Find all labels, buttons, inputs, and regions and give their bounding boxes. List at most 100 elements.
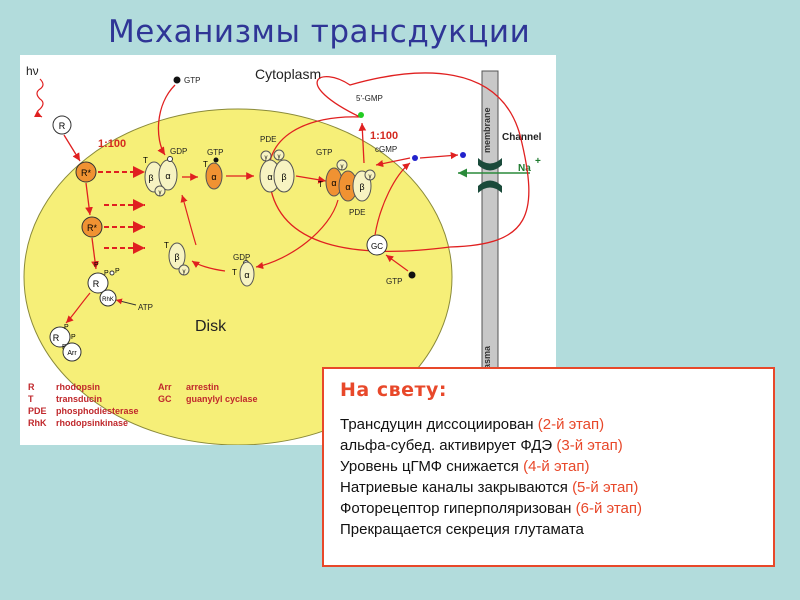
betagamma-recycle-arrow: [180, 194, 197, 246]
svg-text:γ: γ: [159, 190, 162, 196]
svg-text:P: P: [115, 268, 120, 275]
light-arrow: [33, 78, 44, 118]
gmp5-dot: [358, 112, 364, 118]
t-alpha-low: [239, 261, 255, 287]
rp-to-arr-arrow: [65, 292, 91, 324]
t-betagamma-low: β γ: [168, 242, 190, 276]
na-charge-label: +: [535, 156, 541, 167]
rstar-down-arrow: [85, 182, 93, 216]
gtp-gc-label: GTP: [386, 277, 402, 286]
r-arr-node: [49, 326, 71, 348]
gmp5-label: 5'-GMP: [356, 94, 383, 103]
rstar-node-1: [75, 161, 97, 183]
cgmp-channel-dot: [460, 152, 466, 158]
svg-text:γ: γ: [183, 269, 186, 275]
svg-text:β: β: [281, 172, 286, 182]
active-pde-complex: α α β γ γ: [325, 159, 376, 202]
info-line: Прекращается секреция глутамата: [340, 521, 584, 538]
t-alpha-active: [205, 162, 223, 190]
svg-text:GC: GC: [371, 242, 383, 251]
cytoplasm-label: Cytoplasm: [255, 66, 321, 82]
gdp-low-label: GDP: [233, 253, 250, 262]
gdp-top-label: GDP: [170, 147, 187, 156]
svg-text:T: T: [203, 160, 208, 169]
alpha-recombine-arrow: [191, 260, 226, 272]
gc-node: [366, 234, 388, 256]
svg-text:α: α: [244, 270, 249, 280]
atp-label: ATP: [138, 303, 153, 312]
gtp-top-arrow: [157, 84, 176, 156]
info-heading: На свету:: [340, 379, 448, 401]
info-line: Уровень цГМФ снижается (4-й этап): [340, 458, 590, 475]
info-line: Трансдуцин диссоциирован (2-й этап): [340, 416, 605, 433]
disk-label: Disk: [195, 318, 227, 335]
cgmp-channel-arrow: [419, 151, 459, 160]
svg-text:β: β: [148, 173, 153, 183]
svg-text:R: R: [53, 333, 60, 343]
gtp-top-label: GTP: [184, 76, 200, 85]
pde-top-label: PDE: [260, 135, 276, 144]
channel-top: [478, 158, 502, 171]
svg-text:T: T: [164, 241, 169, 250]
pde-complex: α β γ γ: [259, 149, 295, 193]
svg-text:γ: γ: [341, 164, 344, 170]
na-label: Na: [518, 163, 531, 174]
r-node-label: R: [59, 121, 66, 131]
rp-node: [87, 272, 109, 294]
svg-text:β: β: [174, 252, 179, 262]
cgmp-label: cGMP: [375, 145, 397, 154]
gtp-gc-dot: [408, 271, 416, 279]
plasma-label: plasma: [482, 345, 492, 377]
svg-text:γ: γ: [369, 174, 372, 180]
slide-title: Механизмы трансдукции: [108, 14, 531, 50]
rstar2-label: R*: [87, 223, 97, 233]
svg-text:P: P: [64, 324, 69, 331]
ratio-right: 1:100: [370, 130, 398, 142]
pde-to-gmp-arrow: [358, 122, 367, 164]
transducin-complex: β α γ T: [143, 156, 178, 197]
cgmp-dot: [412, 155, 418, 161]
svg-text:T: T: [232, 268, 237, 277]
gtp-dot-top: [173, 76, 181, 84]
svg-text:T: T: [318, 180, 323, 189]
svg-text:R: R: [93, 279, 100, 289]
rhodopsin-node: [52, 115, 72, 135]
svg-text:P: P: [71, 334, 76, 341]
svg-text:RhK: RhK: [102, 297, 114, 303]
info-line: альфа-субед. активирует ФДЭ (3-й этап): [340, 437, 623, 454]
svg-text:γ: γ: [278, 154, 281, 160]
r-to-rstar-arrow: [63, 134, 81, 162]
svg-text:P: P: [94, 262, 99, 269]
legend-row: R rhodopsin Arr arrestin: [28, 382, 220, 392]
ratio-left: 1:100: [98, 138, 126, 150]
gtp-right-label: GTP: [316, 148, 332, 157]
rstar-node-2: [81, 216, 103, 238]
svg-text:α: α: [331, 178, 336, 188]
gtp-to-gc-arrow: [385, 254, 409, 272]
info-line: Натриевые каналы закрываются (5-й этап): [340, 479, 639, 496]
legend-row: PDE phosphodiesterase: [28, 406, 139, 416]
diagram-canvas: membrane plasma Channel Na + hν Cytoplas…: [23, 64, 542, 445]
legend-row: RhK rhodopsinkinase: [28, 418, 129, 428]
info-line: Фоторецептор гиперполяризован (6-й этап): [340, 500, 642, 517]
hv-label: hν: [26, 64, 39, 78]
svg-text:α: α: [211, 172, 216, 182]
rstar1-label: R*: [81, 168, 91, 178]
gc-to-cgmp-arrow: [374, 162, 411, 236]
svg-text:T: T: [143, 156, 148, 165]
svg-text:Arr: Arr: [67, 350, 77, 357]
svg-text:P: P: [104, 270, 109, 277]
channel-bottom: [478, 180, 502, 193]
rstar-to-rp-arrow: [91, 237, 99, 270]
svg-text:α: α: [267, 172, 272, 182]
gtp-mid-label: GTP: [207, 148, 223, 157]
channel-label: Channel: [502, 132, 542, 143]
svg-text:α: α: [165, 171, 170, 181]
light-conditions-box: На свету: Трансдуцин диссоциирован (2-й …: [322, 367, 775, 567]
membrane-label: membrane: [482, 107, 492, 153]
pde-inactivate-arrow: [255, 199, 339, 270]
rhk-node: [99, 289, 117, 307]
cgmp-arrow: [375, 157, 411, 168]
atp-arrow: [115, 298, 137, 306]
pde-right-label: PDE: [349, 208, 365, 217]
